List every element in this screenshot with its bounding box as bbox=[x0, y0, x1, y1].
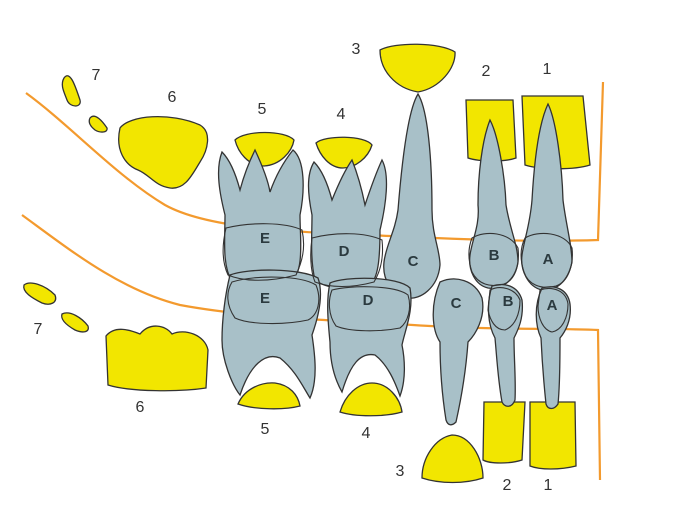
lower-label-4: 4 bbox=[362, 425, 371, 442]
upper-label-3: 3 bbox=[352, 41, 361, 58]
lower-label-3: 3 bbox=[396, 463, 405, 480]
upper-primary-label-c: C bbox=[408, 253, 419, 270]
upper-primary-label-b: B bbox=[489, 247, 500, 264]
upper-primary-label-a: A bbox=[543, 251, 554, 268]
lower-permanent-tooth-6 bbox=[105, 325, 209, 392]
lower-permanent-tooth-4 bbox=[339, 382, 403, 417]
lower-primary-tooth-c bbox=[432, 278, 484, 426]
upper-primary-tooth-b bbox=[469, 118, 519, 289]
upper-label-4: 4 bbox=[337, 106, 346, 123]
lower-primary-label-b: B bbox=[503, 293, 514, 310]
upper-primary-tooth-e bbox=[217, 148, 304, 290]
primary-crown-outlines bbox=[222, 223, 573, 333]
upper-label-2: 2 bbox=[482, 63, 491, 80]
lower-label-1: 1 bbox=[544, 477, 553, 494]
lower-primary-label-e: E bbox=[260, 290, 270, 307]
upper-primary-label-d: D bbox=[339, 243, 350, 260]
lower-label-6: 6 bbox=[136, 399, 145, 416]
lower-label-2: 2 bbox=[503, 477, 512, 494]
lower-primary-label-d: D bbox=[363, 292, 374, 309]
upper-permanent-tooth-4 bbox=[315, 136, 373, 169]
lower-primary-tooth-a bbox=[535, 286, 571, 410]
upper-label-1: 1 bbox=[543, 61, 552, 78]
lower-permanent-tooth-1 bbox=[529, 401, 577, 470]
upper-label-5: 5 bbox=[258, 101, 267, 118]
lower-permanent-tooth-5 bbox=[237, 382, 301, 410]
lower-label-7: 7 bbox=[34, 321, 43, 338]
upper-permanent-tooth-6 bbox=[118, 116, 209, 189]
lower-permanent-tooth-7 bbox=[23, 282, 89, 333]
upper-permanent-tooth-5 bbox=[234, 131, 295, 167]
upper-label-7: 7 bbox=[92, 67, 101, 84]
lower-primary-label-c: C bbox=[451, 295, 462, 312]
upper-permanent-tooth-3 bbox=[379, 43, 456, 93]
upper-primary-tooth-d bbox=[307, 158, 388, 289]
lower-primary-tooth-b bbox=[487, 283, 524, 407]
lower-label-5: 5 bbox=[261, 421, 270, 438]
lower-primary-tooth-e bbox=[221, 269, 322, 400]
upper-permanent-tooth-7 bbox=[61, 75, 108, 133]
lower-primary-label-a: A bbox=[547, 297, 558, 314]
lower-primary-tooth-d bbox=[327, 277, 412, 398]
lower-permanent-tooth-3 bbox=[421, 434, 484, 484]
upper-label-6: 6 bbox=[168, 89, 177, 106]
upper-primary-label-e: E bbox=[260, 230, 270, 247]
lower-permanent-tooth-2 bbox=[482, 401, 526, 464]
